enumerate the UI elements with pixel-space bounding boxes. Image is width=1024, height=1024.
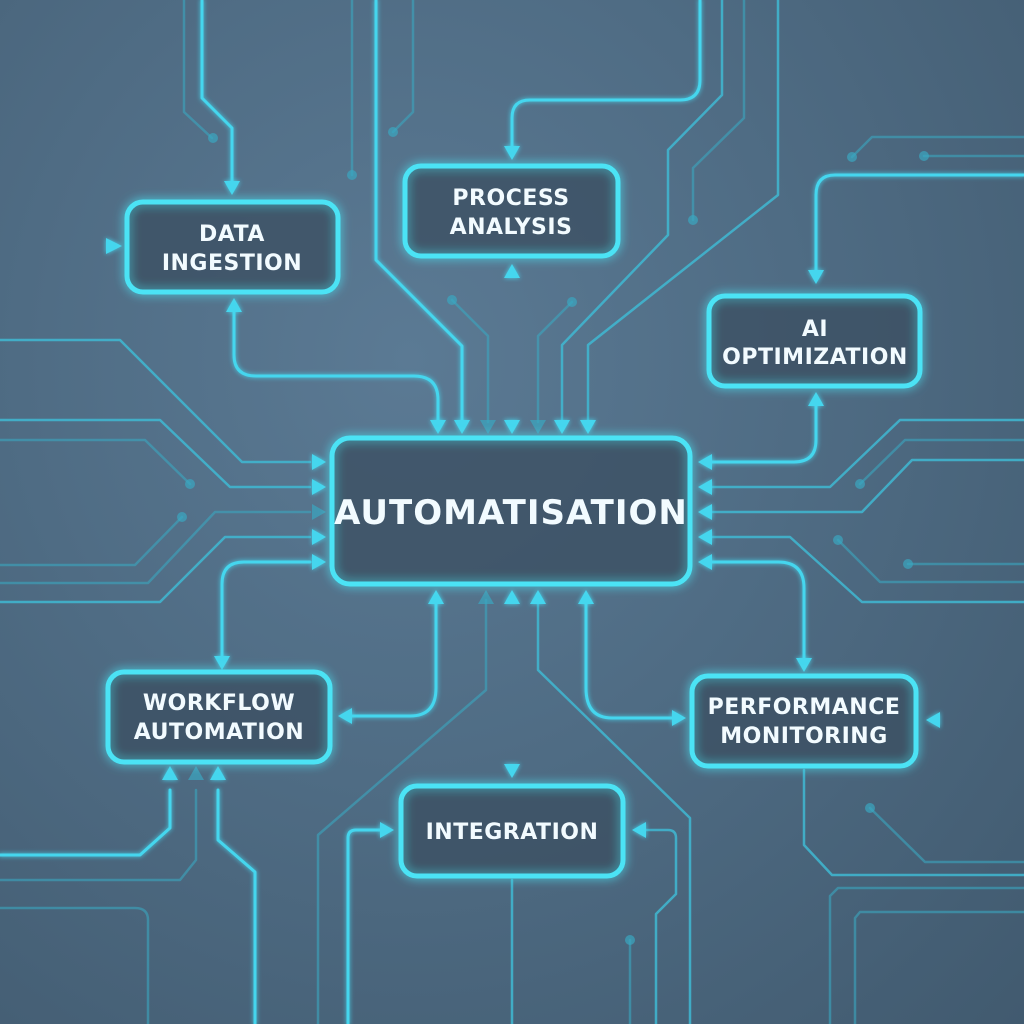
node-ai-optimization[interactable]: AI OPTIMIZATION (706, 293, 923, 389)
node-process-analysis[interactable]: PROCESS ANALYSIS (402, 163, 621, 259)
node-performance-monitoring-line1: PERFORMANCE (708, 695, 901, 720)
node-performance-monitoring-line2: MONITORING (720, 724, 888, 749)
node-workflow-automation[interactable]: WORKFLOW AUTOMATION (105, 669, 333, 765)
node-integration[interactable]: INTEGRATION (398, 783, 626, 879)
node-data-ingestion-line2: INGESTION (162, 251, 302, 276)
node-ai-optimization-line1: AI (802, 317, 828, 342)
node-workflow-automation-line1: WORKFLOW (143, 691, 295, 716)
node-data-ingestion[interactable]: DATA INGESTION (124, 199, 341, 295)
node-process-analysis-line2: ANALYSIS (450, 215, 573, 240)
node-performance-monitoring[interactable]: PERFORMANCE MONITORING (689, 673, 919, 769)
node-process-analysis-line1: PROCESS (452, 186, 569, 211)
node-automatisation[interactable]: AUTOMATISATION (329, 435, 693, 587)
arrowheads (106, 146, 940, 838)
node-ai-optimization-line2: OPTIMIZATION (722, 345, 908, 370)
node-workflow-automation-line2: AUTOMATION (134, 720, 304, 745)
node-data-ingestion-line1: DATA (199, 222, 265, 247)
node-integration-line1: INTEGRATION (426, 820, 599, 845)
center-node-label: AUTOMATISATION (334, 493, 688, 533)
